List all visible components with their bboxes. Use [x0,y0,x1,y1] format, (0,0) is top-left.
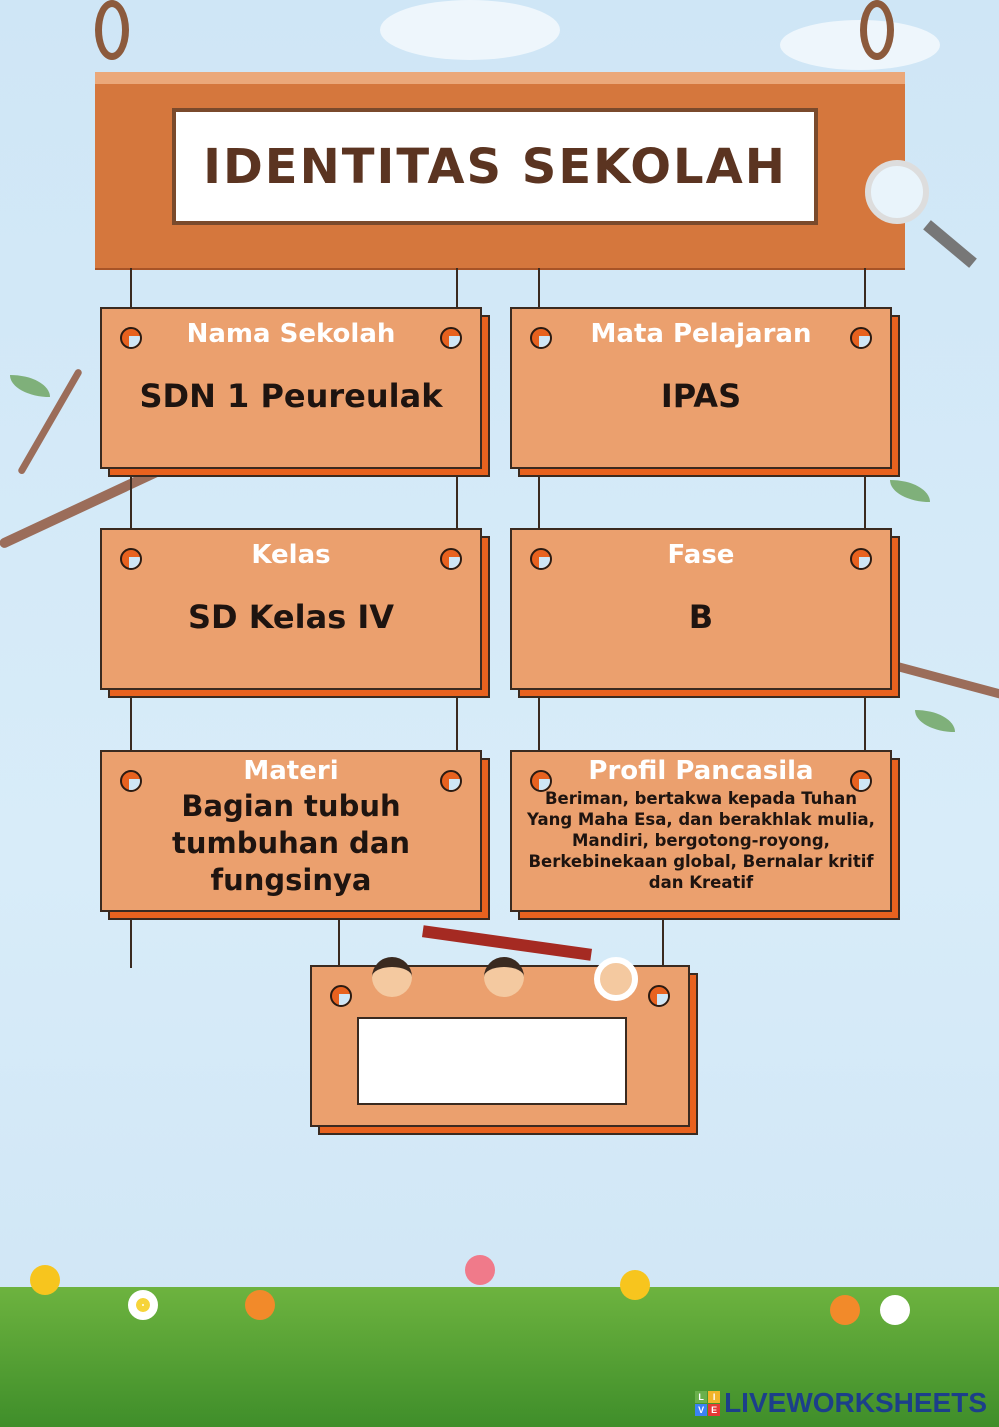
header-board: IDENTITAS SEKOLAH [95,72,905,268]
panel-value: IPAS [660,377,742,415]
panel-value: Bagian tubuh tumbuhan dan fungsinya [171,789,411,897]
panel-illustration [310,925,698,1135]
panel-label: Fase [667,540,735,570]
page-title: IDENTITAS SEKOLAH [172,108,818,225]
flower [830,1295,860,1325]
flower [465,1255,495,1285]
panel-label: Materi [243,756,339,786]
logo-letter: L [695,1390,708,1403]
leaf [890,480,930,502]
panel-label: Kelas [251,540,331,570]
hanging-ring [860,0,894,60]
panel-label: Profil Pancasila [588,756,814,786]
watermark-text: LIVEWORKSHEETS [724,1387,987,1418]
panel-label: Mata Pelajaran [590,319,812,349]
logo-letter: E [708,1403,721,1416]
logo-letter: I [708,1390,721,1403]
panel-value: SDN 1 Peureulak [139,377,443,415]
cloud [380,0,560,60]
logo-letter: V [695,1403,708,1416]
magnifier-icon [865,160,929,224]
branch [888,660,999,700]
leaf [915,710,955,732]
rope [338,912,340,982]
rope [864,268,866,768]
flower [128,1290,158,1320]
panel-value: SD Kelas IV [187,598,395,636]
rope [538,268,540,768]
flower [30,1265,60,1295]
panel-value: Beriman, bertakwa kepada Tuhan Yang Maha… [527,789,875,892]
flower [880,1295,910,1325]
magnifier-handle [923,220,977,268]
flower [620,1270,650,1300]
leaf [10,375,50,397]
rope [456,268,458,768]
flower [245,1290,275,1320]
children-illustration [357,925,652,1117]
rope [662,912,664,982]
panel-label: Nama Sekolah [186,319,396,349]
panel-value: B [688,598,714,636]
panel-kelas: Kelas SD Kelas IV [100,528,490,698]
hanging-ring [95,0,129,60]
